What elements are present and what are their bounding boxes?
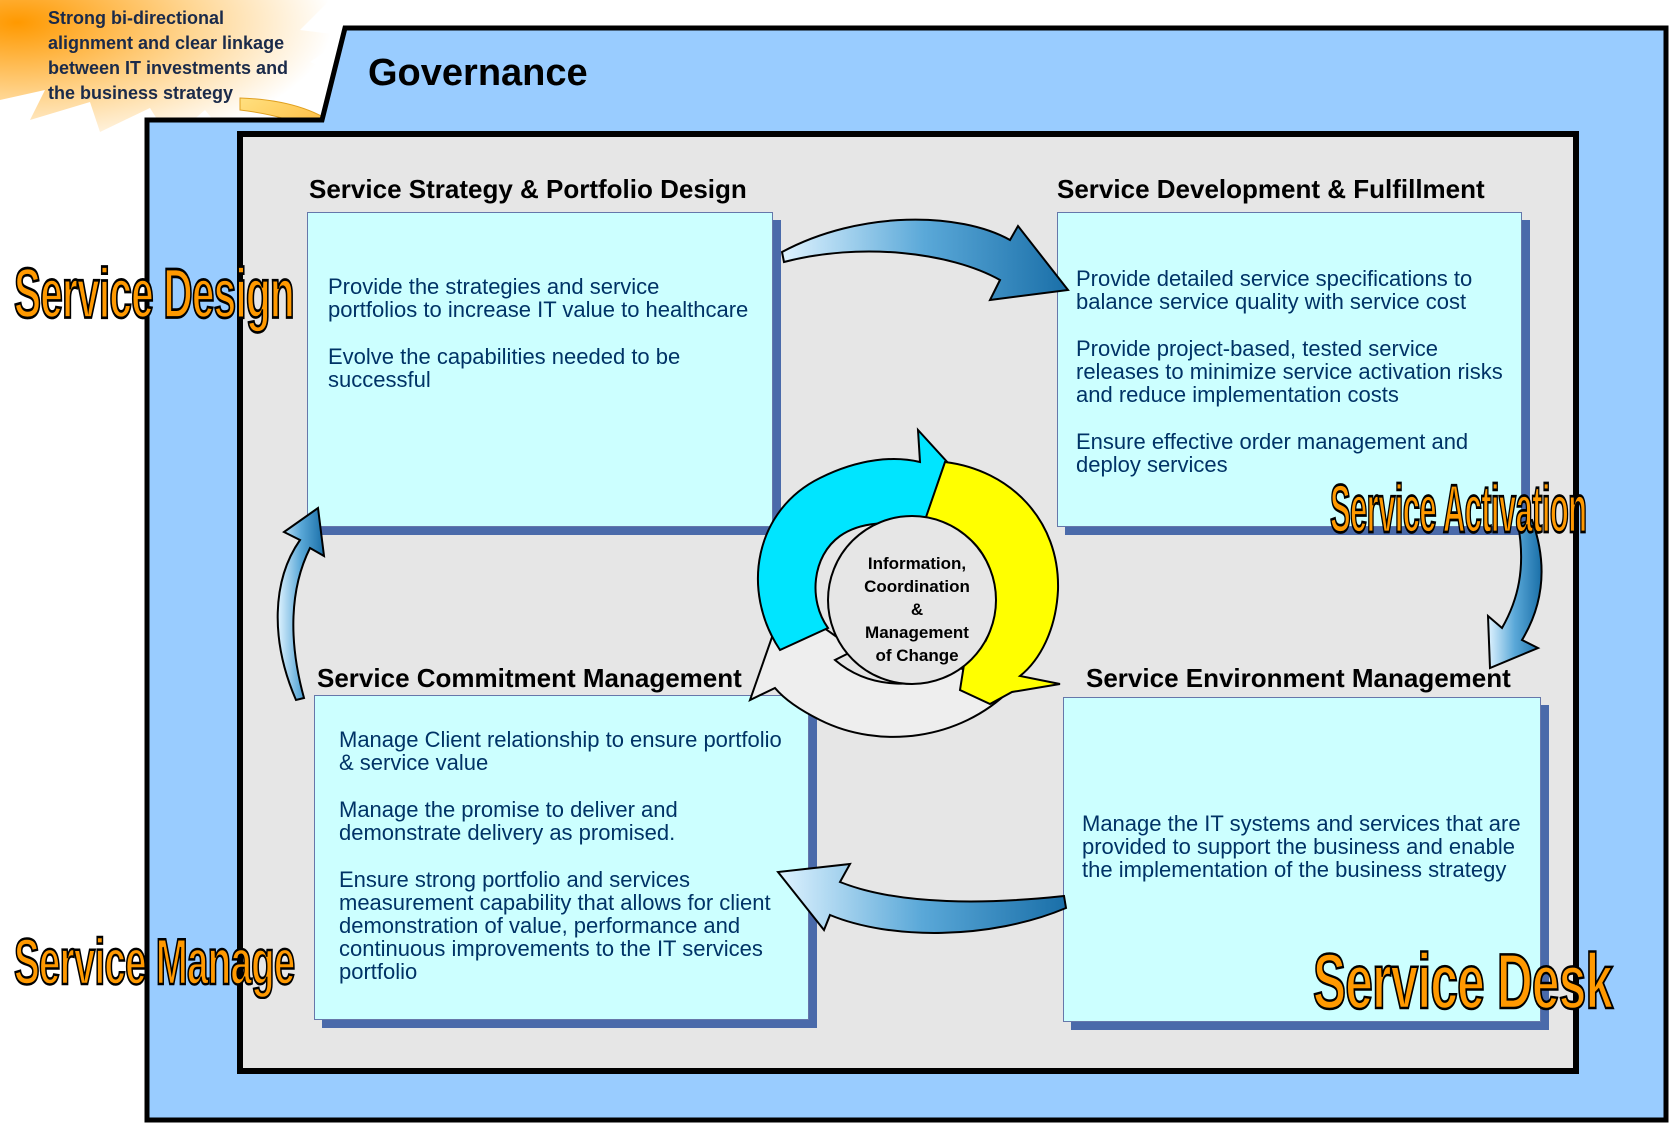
commitment-box: Manage Client relationship to ensure por… (314, 695, 809, 1020)
flow-arrow-bottom (776, 862, 1068, 934)
center-line: of Change (875, 646, 959, 665)
strategy-paragraph: Evolve the capabilities needed to be suc… (328, 344, 681, 392)
center-line: Coordination (864, 577, 970, 596)
service-manage-label: Service Manage (13, 925, 296, 1000)
flow-arrow-right (1486, 518, 1543, 670)
development-paragraph: Provide detailed service specifications … (1076, 266, 1473, 314)
commitment-paragraph: Manage Client relationship to ensure por… (339, 727, 782, 775)
service-desk-label: Service Desk (1312, 938, 1614, 1027)
commitment-title: Service Commitment Management (317, 663, 742, 693)
flow-arrow-left (276, 506, 326, 702)
governance-title: Governance (368, 52, 588, 94)
service-activation-label: Service Activation (1329, 470, 1587, 548)
cycle-segment-cyan (756, 427, 982, 652)
development-paragraph: Ensure effective order management and de… (1076, 429, 1469, 477)
callout-line: Strong bi-directional (48, 8, 225, 28)
callout-line: between IT investments and (48, 58, 289, 78)
service-design-label: Service Design (13, 254, 295, 335)
callout-line: alignment and clear linkage (48, 33, 285, 53)
commitment-paragraph: Ensure strong portfolio and services mea… (339, 867, 771, 984)
center-line: Information, (867, 554, 967, 573)
strategy-paragraph: Provide the strategies and service portf… (328, 274, 749, 322)
environment-box: Manage the IT systems and services that … (1063, 697, 1541, 1022)
environment-title: Service Environment Management (1086, 663, 1511, 693)
strategy-title: Service Strategy & Portfolio Design (309, 174, 747, 204)
callout-text: Strong bi-directional alignment and clea… (48, 6, 288, 106)
strategy-box: Provide the strategies and service portf… (307, 212, 773, 527)
development-paragraph: Provide project-based, tested service re… (1076, 336, 1503, 407)
environment-paragraph: Manage the IT systems and services that … (1082, 811, 1521, 882)
center-line: & (910, 600, 924, 619)
development-box: Provide detailed service specifications … (1057, 212, 1522, 527)
development-title: Service Development & Fulfillment (1057, 174, 1485, 204)
flow-arrow-top (780, 218, 1070, 302)
center-label: Information, Coordination & Management o… (845, 552, 989, 667)
center-line: Management (865, 623, 969, 642)
commitment-paragraph: Manage the promise to deliver and demons… (339, 797, 678, 845)
callout-line: the business strategy (48, 83, 234, 103)
